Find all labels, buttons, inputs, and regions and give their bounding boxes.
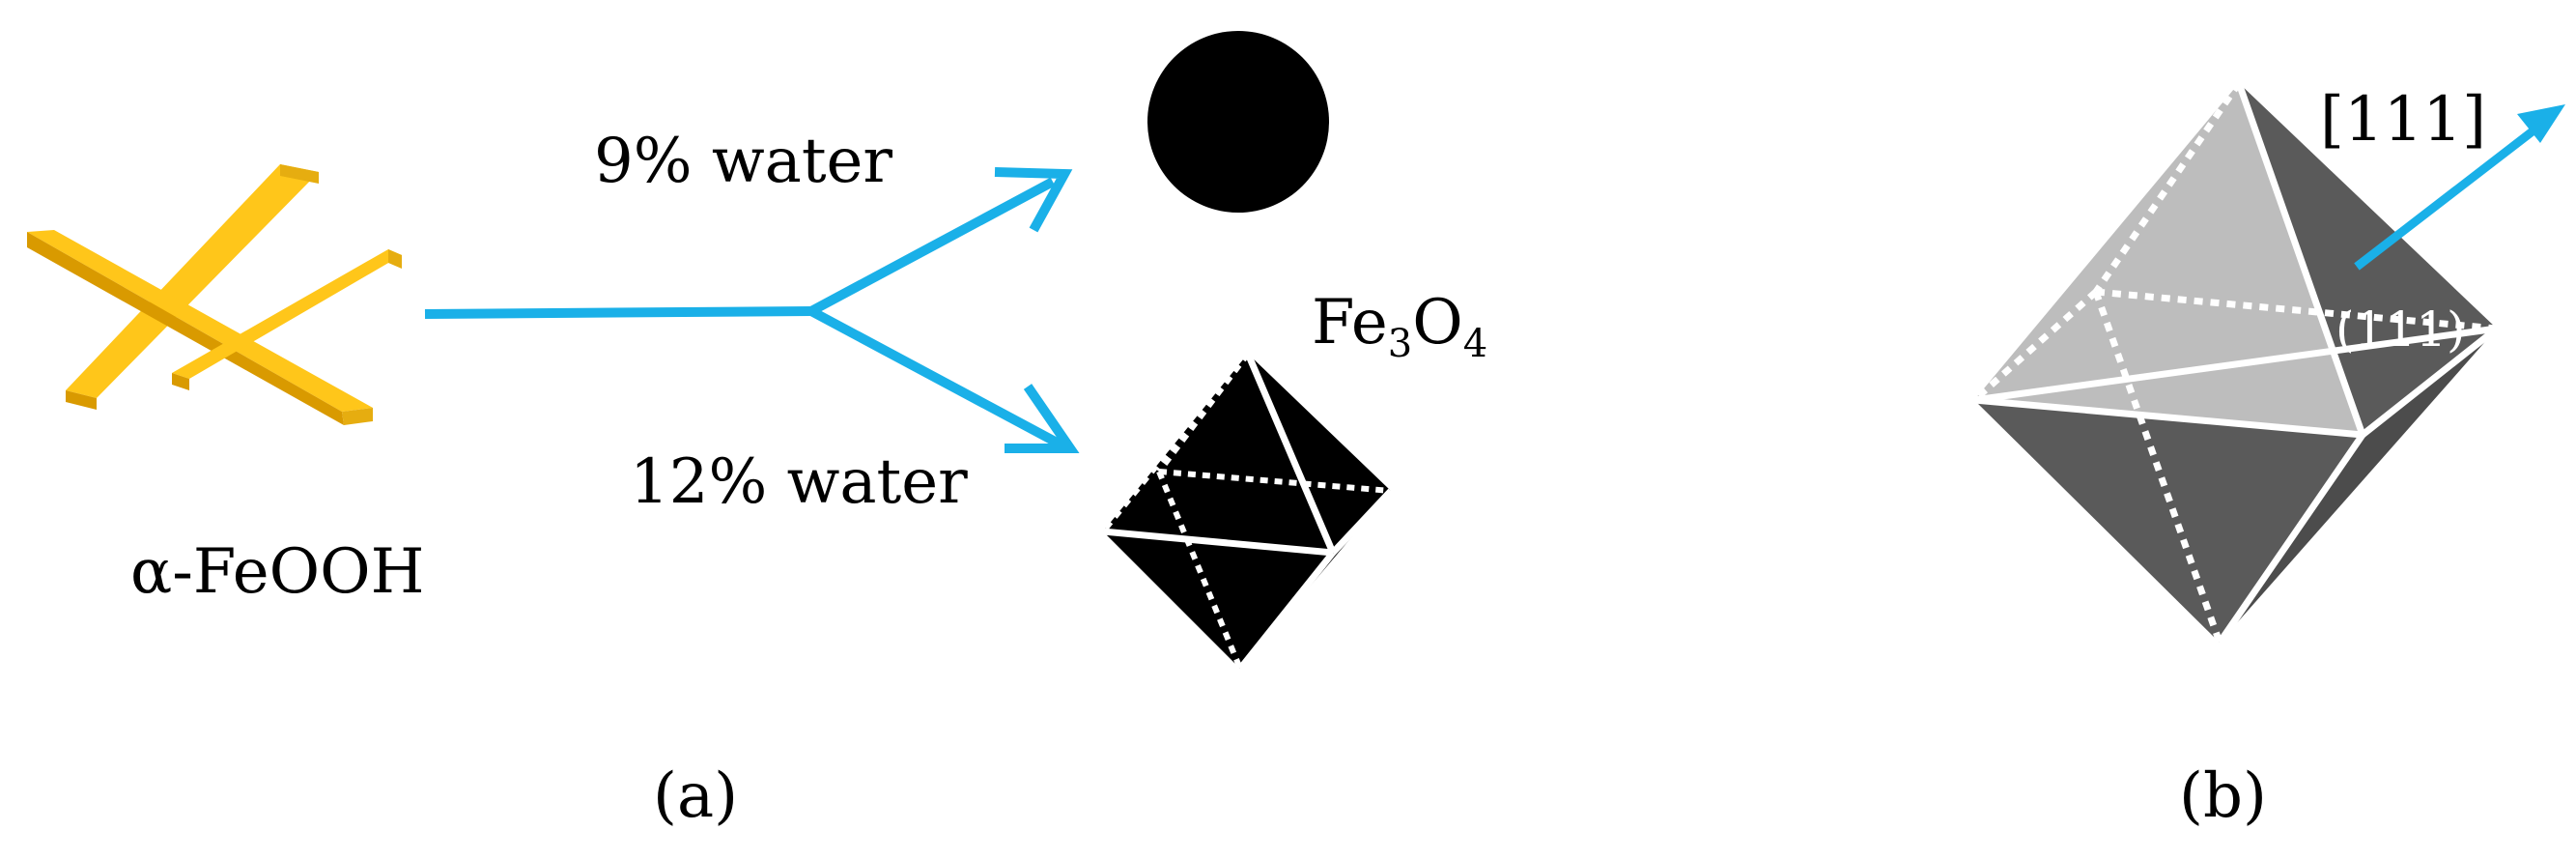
direction-label: [111]	[2320, 84, 2486, 156]
reaction-arrow	[424, 167, 1080, 453]
caption-a: (a)	[653, 760, 738, 832]
octahedral-particle-icon	[1100, 352, 1394, 672]
octahedron-crystal-icon	[1971, 81, 2500, 645]
caption-b: (b)	[2179, 760, 2267, 832]
branch-top-label: 9% water	[594, 126, 892, 197]
face-label: (111)	[2335, 301, 2465, 358]
alpha-feooh-rods-icon	[27, 164, 402, 425]
product-formula: Fe3O4	[1312, 287, 1487, 366]
branch-bottom-label: 12% water	[630, 446, 968, 518]
arrowhead-bottom-icon	[1005, 384, 1080, 453]
arrowhead-top-icon	[994, 167, 1073, 233]
direction-arrowhead-icon	[2517, 104, 2565, 143]
reactant-label: α-FeOOH	[130, 536, 424, 608]
direction-arrow	[2354, 104, 2565, 271]
spherical-particle-icon	[1147, 31, 1329, 213]
